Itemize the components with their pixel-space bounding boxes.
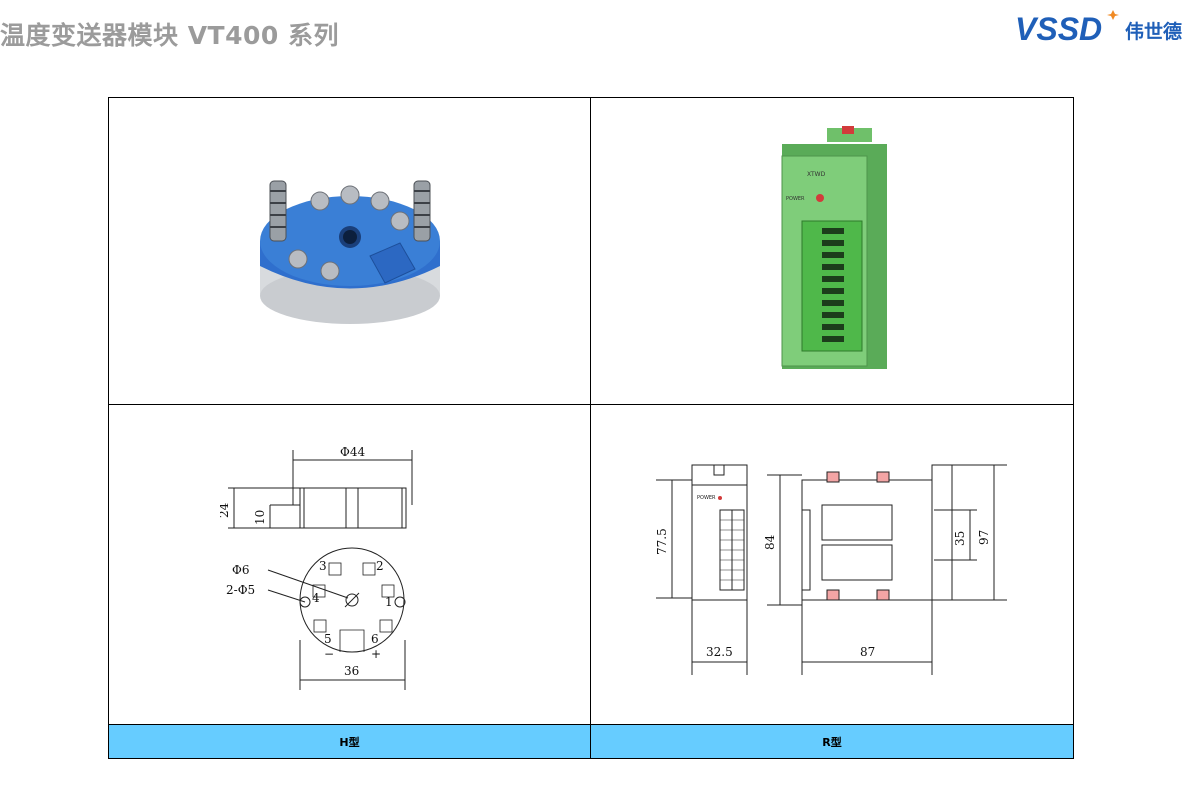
- r-draw-power: POWER: [697, 495, 716, 501]
- terminal-minus: −: [324, 647, 334, 661]
- photo-cell-r: XTWD POWER: [590, 97, 1074, 405]
- label-r-type: R型: [590, 724, 1074, 759]
- power-led-icon: [816, 194, 824, 202]
- dim-35: 35: [953, 530, 967, 545]
- h-dimension-drawing: Φ44 24 10: [220, 445, 412, 690]
- vssd-logo: VSSD 伟世德: [1015, 10, 1182, 47]
- dim-10: 10: [253, 509, 267, 524]
- star-icon: [1107, 10, 1119, 20]
- dim-32-5: 32.5: [706, 645, 733, 659]
- r-photo-model: XTWD: [807, 171, 826, 178]
- terminal-2: 2: [376, 559, 384, 573]
- logo-cn: 伟世德: [1125, 20, 1182, 43]
- r-photo-power: POWER: [786, 196, 805, 202]
- terminal-1: 1: [385, 595, 393, 609]
- dim-97: 97: [977, 529, 991, 544]
- dim-84: 84: [763, 534, 777, 550]
- product-table: XTWD POWER Φ44: [108, 97, 1074, 759]
- dim-phi6: Φ6: [232, 563, 249, 577]
- terminal-3: 3: [319, 559, 327, 573]
- terminal-4: 4: [312, 591, 320, 605]
- r-dimension-drawing: POWER 77.5 32.5: [655, 464, 1007, 675]
- dim-77-5: 77.5: [655, 528, 669, 555]
- logo-text: VSSD: [1015, 11, 1102, 47]
- photo-cell-h: [108, 97, 591, 405]
- terminal-5: 5: [324, 632, 332, 646]
- dim-2phi5: 2-Φ5: [226, 583, 255, 597]
- r-module-photo: XTWD POWER: [781, 126, 887, 369]
- terminal-plus: +: [371, 647, 381, 661]
- dim-36: 36: [344, 664, 359, 678]
- drawing-cell-r: POWER 77.5 32.5: [590, 404, 1074, 725]
- terminal-6: 6: [371, 632, 379, 646]
- label-h-type: H型: [108, 724, 591, 759]
- dim-phi44: Φ44: [340, 445, 365, 459]
- power-dot-icon: [718, 495, 722, 500]
- dim-24: 24: [220, 502, 231, 518]
- drawing-cell-h: Φ44 24 10: [108, 404, 591, 725]
- page-title: 温度变送器模块 VT400 系列: [0, 21, 339, 50]
- dim-87: 87: [860, 645, 875, 659]
- h-module-photo: [259, 180, 440, 324]
